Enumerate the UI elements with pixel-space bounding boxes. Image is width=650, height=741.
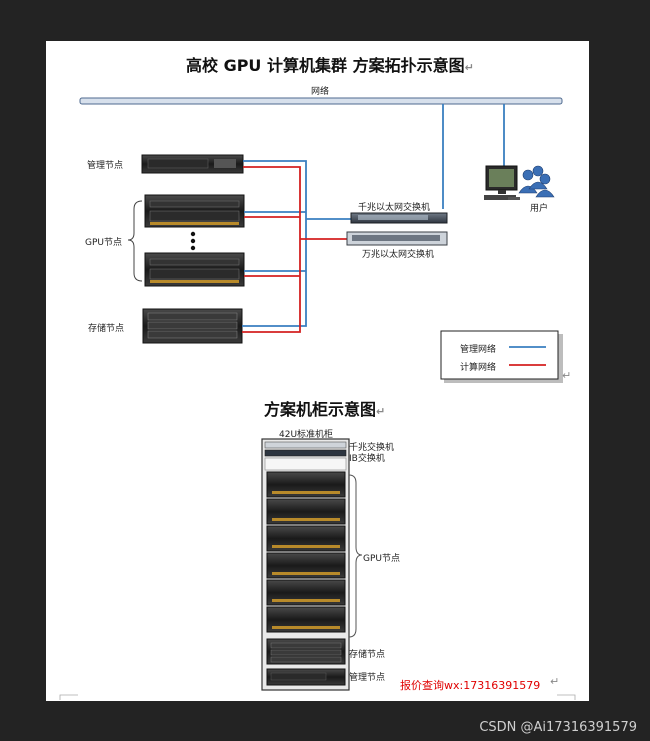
rack-management-label: 管理节点	[349, 673, 386, 683]
gpu-node-label: GPU节点	[85, 238, 122, 248]
legend-box	[440, 330, 559, 380]
ellipsis-dots	[190, 231, 196, 251]
paragraph-mark-legend: ↵	[562, 369, 572, 382]
legend-management-text: 管理网络	[460, 345, 497, 355]
paragraph-mark-quote: ↵	[550, 675, 560, 688]
compute-links	[242, 166, 351, 333]
10g-switch-label: 万兆以太网交换机	[362, 250, 435, 260]
document-page: 高校 GPU 计算机集群 方案拓扑示意图↵ 网络 管理节点 GPU节点 存储节点…	[46, 41, 589, 701]
management-links	[242, 160, 351, 327]
rack-ib-switch-label: IB交换机	[349, 454, 385, 464]
legend-compute-text: 计算网络	[460, 363, 497, 373]
gigabit-switch-label: 千兆以太网交换机	[358, 203, 431, 213]
csdn-watermark: CSDN @Ai17316391579	[479, 720, 637, 735]
10g-switch	[346, 231, 448, 246]
rack-gpu-nodes-label: GPU节点	[363, 554, 400, 564]
gpu-brace	[127, 200, 143, 282]
storage-server	[142, 308, 243, 344]
topology-title: 高校 GPU 计算机集群 方案拓扑示意图↵	[186, 56, 474, 75]
rack-storage-server	[266, 638, 346, 665]
gpu-server-2	[144, 252, 245, 287]
user-workstation	[484, 165, 520, 200]
users-icon	[518, 165, 555, 198]
quote-text: 报价查询wx:17316391579	[400, 679, 541, 692]
rack-gpu-servers	[266, 471, 346, 633]
management-node-label: 管理节点	[87, 161, 124, 171]
gigabit-switch	[350, 212, 448, 224]
network-label: 网络	[311, 87, 330, 97]
rack-management-server	[266, 668, 346, 686]
management-server	[141, 154, 244, 174]
rack-gpu-brace	[348, 474, 363, 638]
corner-mark-right	[557, 694, 576, 700]
rack-gigabit-switch-label: 千兆交换机	[349, 443, 395, 453]
user-label: 用户	[530, 204, 549, 214]
rack-title: 方案机柜示意图↵	[264, 400, 386, 419]
network-backbone	[79, 97, 563, 105]
corner-mark-left	[59, 694, 78, 700]
topology-graphics	[59, 97, 576, 700]
rack-storage-label: 存储节点	[349, 650, 386, 660]
gpu-server-1	[144, 194, 245, 228]
storage-node-label: 存储节点	[88, 324, 125, 334]
rack-label: 42U标准机柜	[279, 430, 334, 440]
